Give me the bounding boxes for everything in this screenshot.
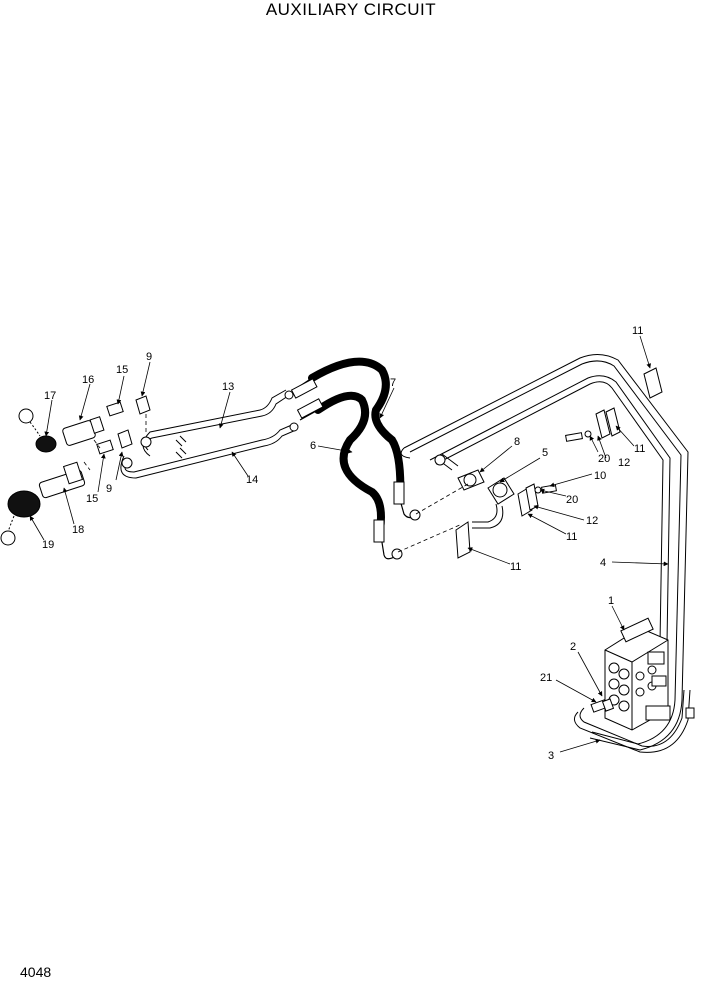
- callout-19: 19: [42, 539, 54, 551]
- diagram-title: AUXILIARY CIRCUIT: [265, 0, 437, 19]
- callout-1: 1: [608, 595, 614, 607]
- callout-10: 10: [594, 470, 606, 482]
- callout-13: 13: [222, 381, 234, 393]
- break-lines: [175, 435, 187, 459]
- tube-13: [142, 389, 289, 457]
- callout-11d: 11: [510, 561, 521, 573]
- assembly-lines: [83, 414, 469, 553]
- adapters-15-9: [96, 395, 151, 455]
- clamps: [455, 367, 663, 559]
- tube-14: [120, 423, 297, 479]
- callout-7: 7: [390, 377, 396, 389]
- tube-fittings: [121, 390, 299, 469]
- callout-labels: 1 2 3 4 5 6 7 8 9 9 10 11 11 11 11 12 12…: [42, 325, 645, 762]
- tube-3: [574, 689, 691, 753]
- callout-4: 4: [600, 557, 606, 569]
- callout-16: 16: [82, 374, 94, 386]
- fitting-21: [590, 698, 615, 713]
- coupler-16: [62, 416, 105, 446]
- callout-15a: 15: [116, 364, 128, 376]
- leader-lines: [29, 335, 669, 753]
- tube-assembly-4: [400, 354, 689, 751]
- page-number: 4048: [20, 964, 52, 980]
- callout-9b: 9: [106, 483, 112, 495]
- fitting-5: [472, 477, 515, 529]
- callout-6: 6: [310, 440, 316, 452]
- dust-cap-17: [18, 408, 57, 453]
- fitting-8: [434, 453, 485, 491]
- callout-12a: 12: [618, 457, 630, 469]
- callout-20b: 20: [566, 494, 578, 506]
- callout-3: 3: [548, 750, 554, 762]
- callout-11c: 11: [566, 531, 577, 543]
- dust-cap-19: [0, 490, 41, 546]
- callout-8: 8: [514, 436, 520, 448]
- control-valve-1: [604, 617, 695, 731]
- callout-14: 14: [246, 474, 258, 486]
- callout-11b: 11: [634, 443, 645, 455]
- callout-21: 21: [540, 672, 552, 684]
- callout-2: 2: [570, 641, 576, 653]
- callout-18: 18: [72, 524, 84, 536]
- callout-5: 5: [542, 447, 548, 459]
- callout-12b: 12: [586, 515, 598, 527]
- callout-15b: 15: [86, 493, 98, 505]
- callout-11a: 11: [632, 325, 643, 337]
- callout-9a: 9: [146, 351, 152, 363]
- callout-20a: 20: [598, 453, 610, 465]
- callout-17: 17: [44, 390, 56, 402]
- bolts: [534, 430, 592, 494]
- coupler-18: [38, 461, 86, 499]
